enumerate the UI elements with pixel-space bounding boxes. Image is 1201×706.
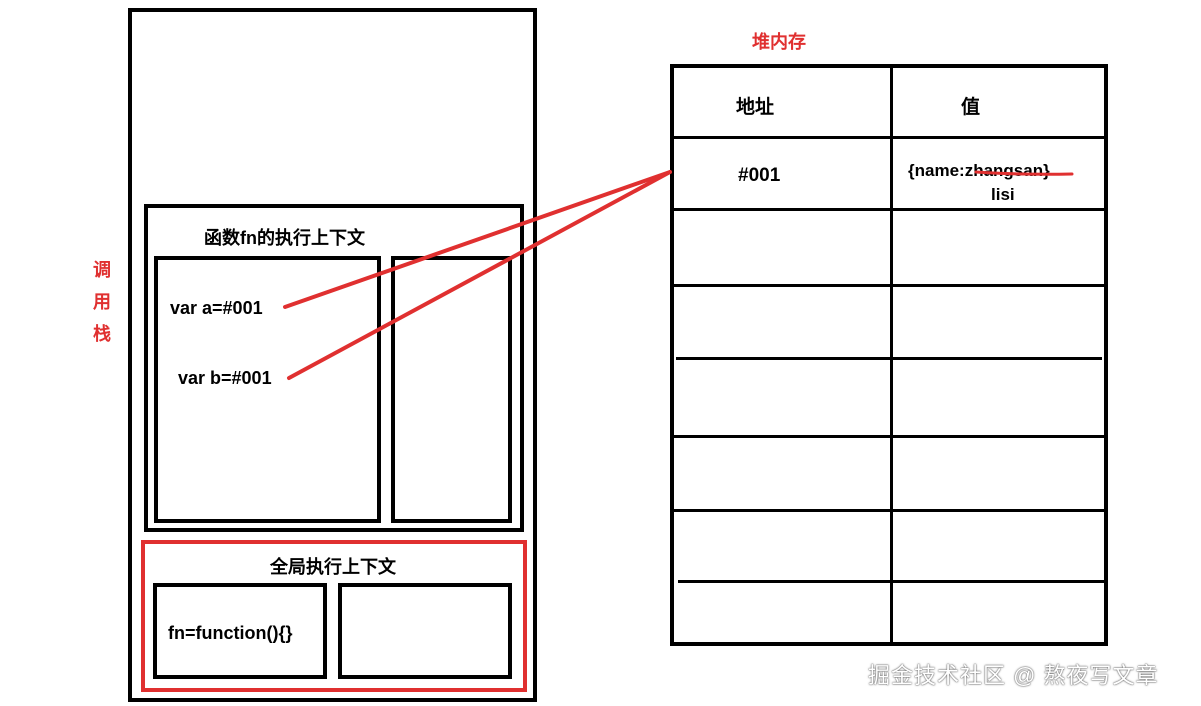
heap-row-divider: [672, 509, 1106, 512]
function-lexical-env: [391, 256, 512, 523]
heap-value-prefix: {name:: [908, 161, 965, 180]
var-a-entry: var a=#001: [170, 298, 263, 318]
heap-label: 堆内存: [752, 32, 806, 52]
watermark: 掘金技术社区 @ 熬夜写文章: [868, 663, 1159, 688]
call-stack-label: 调用栈: [93, 260, 111, 344]
heap-row-divider: [672, 208, 1106, 211]
global-variable-env: [153, 583, 327, 679]
heap-row-divider: [678, 580, 1106, 583]
heap-value-new: lisi: [991, 185, 1015, 204]
heap-row-value: {name:zhangsan}: [908, 161, 1050, 181]
global-lexical-env: [338, 583, 512, 679]
heap-header-value: 值: [961, 97, 981, 118]
global-context-title: 全局执行上下文: [270, 557, 396, 577]
heap-row-divider: [676, 357, 1102, 360]
var-b-entry: var b=#001: [178, 368, 272, 388]
heap-value-struck: zhangsan: [964, 161, 1044, 180]
function-variable-env: [154, 256, 381, 523]
heap-row-divider: [672, 284, 1106, 287]
fn-declaration-entry: fn=function(){}: [168, 623, 293, 643]
heap-header-address: 地址: [736, 97, 775, 118]
heap-row-divider: [672, 136, 1106, 139]
heap-column-divider: [890, 66, 893, 644]
function-context-title: 函数fn的执行上下文: [204, 228, 365, 248]
heap-row-address: #001: [738, 165, 781, 186]
heap-value-suffix: }: [1043, 161, 1050, 180]
heap-table: [670, 64, 1108, 646]
global-context-box: [141, 540, 527, 692]
heap-row-divider: [672, 435, 1106, 438]
